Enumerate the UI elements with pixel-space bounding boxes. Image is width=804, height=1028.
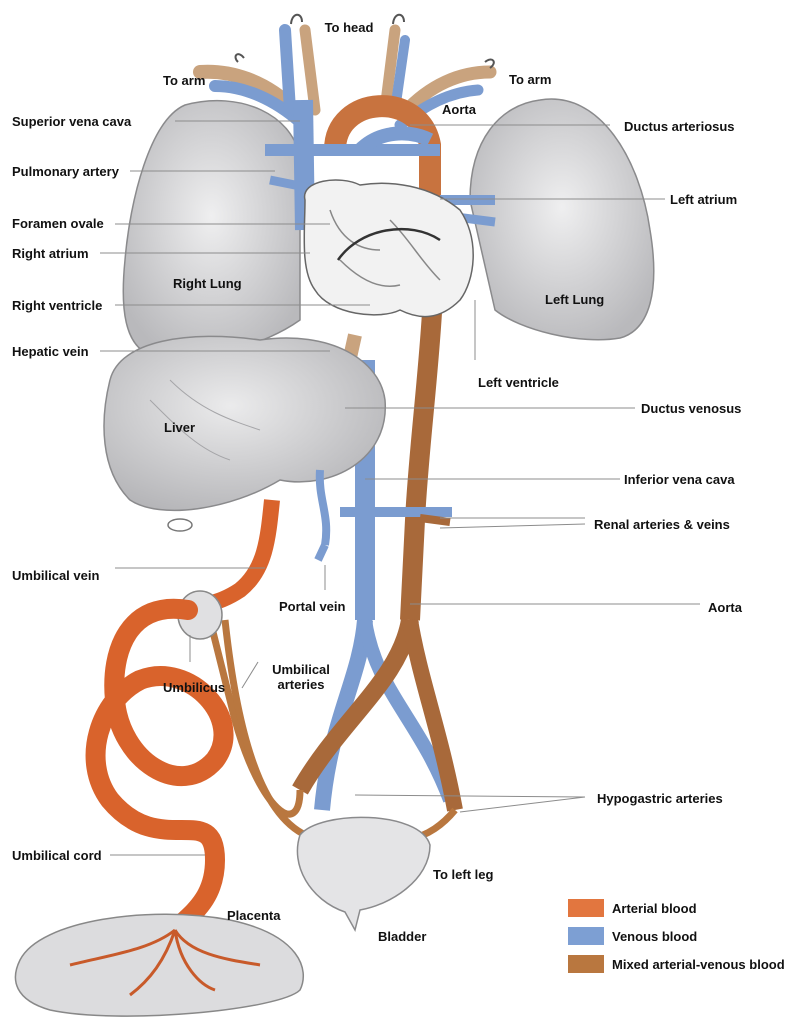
legend-swatch-arterial	[568, 899, 604, 917]
label-to-left-leg: To left leg	[433, 867, 493, 882]
label-portal-vein: Portal vein	[279, 599, 345, 614]
label-right-atrium: Right atrium	[12, 246, 89, 261]
label-left-ventricle: Left ventricle	[478, 375, 559, 390]
label-ductus-arteriosus: Ductus arteriosus	[624, 119, 735, 134]
label-liver: Liver	[164, 420, 195, 435]
umbilical-cord	[96, 609, 224, 930]
label-pulmonary-artery: Pulmonary artery	[12, 164, 119, 179]
label-renal-arteries-veins: Renal arteries & veins	[594, 517, 730, 532]
legend-label-arterial: Arterial blood	[612, 901, 697, 916]
label-left-atrium: Left atrium	[670, 192, 737, 207]
heart-shape	[304, 180, 473, 317]
label-aorta-top: Aorta	[442, 102, 476, 117]
label-right-lung: Right Lung	[173, 276, 242, 291]
legend-item-venous: Venous blood	[568, 927, 697, 945]
label-umbilical-arteries: Umbilical arteries	[266, 662, 336, 692]
label-left-lung: Left Lung	[545, 292, 604, 307]
legend-swatch-mixed	[568, 955, 604, 973]
label-hepatic-vein: Hepatic vein	[12, 344, 89, 359]
label-umbilical-cord: Umbilical cord	[12, 848, 102, 863]
liver-shape	[104, 336, 385, 510]
right-lung-shape	[123, 101, 300, 358]
legend-swatch-venous	[568, 927, 604, 945]
label-to-head: To head	[325, 20, 374, 35]
label-umbilicus: Umbilicus	[163, 680, 225, 695]
label-right-ventricle: Right ventricle	[12, 298, 102, 313]
label-bladder: Bladder	[378, 929, 426, 944]
label-aorta-lower: Aorta	[708, 600, 742, 615]
label-to-arm-right: To arm	[509, 72, 551, 87]
vessel-to-head	[285, 30, 290, 110]
legend-item-arterial: Arterial blood	[568, 899, 697, 917]
portal-vein	[318, 470, 326, 560]
label-to-arm-left: To arm	[163, 73, 205, 88]
label-inferior-vena-cava: Inferior vena cava	[624, 472, 735, 487]
legend-label-mixed: Mixed arterial-venous blood	[612, 957, 785, 972]
label-ductus-venosus: Ductus venosus	[641, 401, 741, 416]
label-umbilical-vein: Umbilical vein	[12, 568, 99, 583]
bladder-shape	[297, 817, 430, 930]
label-placenta: Placenta	[227, 908, 280, 923]
label-superior-vena-cava: Superior vena cava	[12, 114, 131, 129]
label-hypogastric-arteries: Hypogastric arteries	[597, 791, 723, 806]
legend-label-venous: Venous blood	[612, 929, 697, 944]
legend-item-mixed: Mixed arterial-venous blood	[568, 955, 785, 973]
label-foramen-ovale: Foramen ovale	[12, 216, 104, 231]
umbilical-vein	[205, 500, 272, 605]
